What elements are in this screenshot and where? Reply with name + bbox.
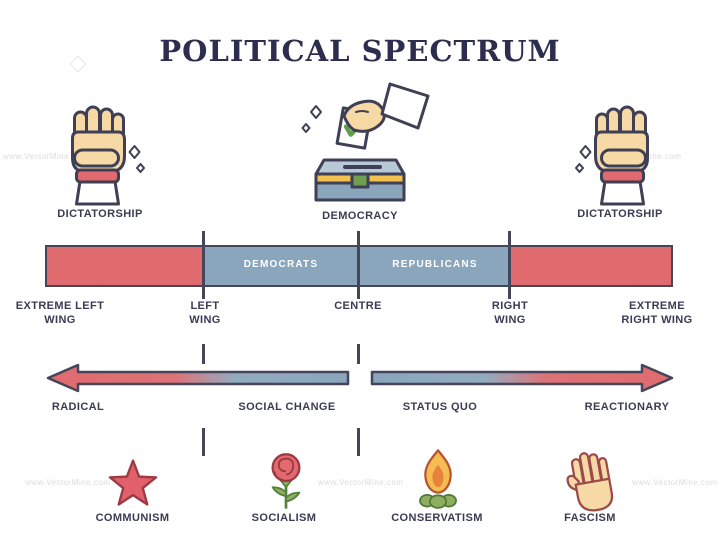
- position-left-wing: LEFT WING: [189, 300, 221, 326]
- watermark-text: www.VectorMine.com: [632, 478, 718, 487]
- page-title: POLITICAL SPECTRUM: [159, 34, 561, 68]
- watermark-text: www.VectorMine.com: [3, 152, 89, 161]
- republicans-label: REPUBLICANS: [392, 259, 478, 270]
- position-extreme-left-wing: EXTREME LEFT WING: [15, 300, 105, 326]
- democracy-label: DEMOCRACY: [322, 210, 398, 222]
- attitude-radical: RADICAL: [51, 401, 105, 413]
- ideology-conservatism: CONSERVATISM: [391, 512, 483, 524]
- position-centre: CENTRE: [334, 300, 382, 312]
- rose-icon: [259, 448, 313, 514]
- attitude-social-change: SOCIAL CHANGE: [238, 401, 336, 413]
- dictatorship-right-label: DICTATORSHIP: [577, 208, 663, 220]
- divider-tick-left-wing: [202, 231, 205, 299]
- attitude-arrow: [46, 363, 674, 393]
- divider-tick-centre: [357, 231, 360, 299]
- dictatorship-left-label: DICTATORSHIP: [57, 208, 143, 220]
- attitude-reactionary: REACTIONARY: [584, 401, 670, 413]
- ideology-fascism: FASCISM: [564, 512, 616, 524]
- ideology-communism: COMMUNISM: [95, 512, 170, 524]
- ideology-socialism: SOCIALISM: [251, 512, 317, 524]
- attitude-status-quo: STATUS QUO: [402, 401, 478, 413]
- watermark-text: www.VectorMine.com: [318, 478, 404, 487]
- divider-tick: [202, 428, 205, 456]
- divider-tick: [357, 428, 360, 456]
- divider-tick: [357, 344, 360, 364]
- flame-icon: [411, 446, 465, 514]
- divider-tick-right-wing: [508, 231, 511, 299]
- position-right-wing: RIGHT WING: [491, 300, 529, 326]
- divider-tick: [202, 344, 205, 364]
- raised-hand-salute-icon: [563, 448, 619, 516]
- raised-fist-icon: [50, 96, 146, 208]
- spectrum-segment-extreme-left: [47, 247, 205, 285]
- raised-fist-icon: [574, 96, 670, 208]
- red-star-icon: [105, 455, 161, 511]
- watermark-text: www.VectorMine.com: [25, 478, 111, 487]
- ballot-box-hand-icon: [290, 82, 430, 206]
- democrats-label: DEMOCRATS: [243, 259, 319, 270]
- position-extreme-right-wing: EXTREME RIGHT WING: [621, 300, 693, 326]
- spectrum-segment-extreme-right: [510, 247, 671, 285]
